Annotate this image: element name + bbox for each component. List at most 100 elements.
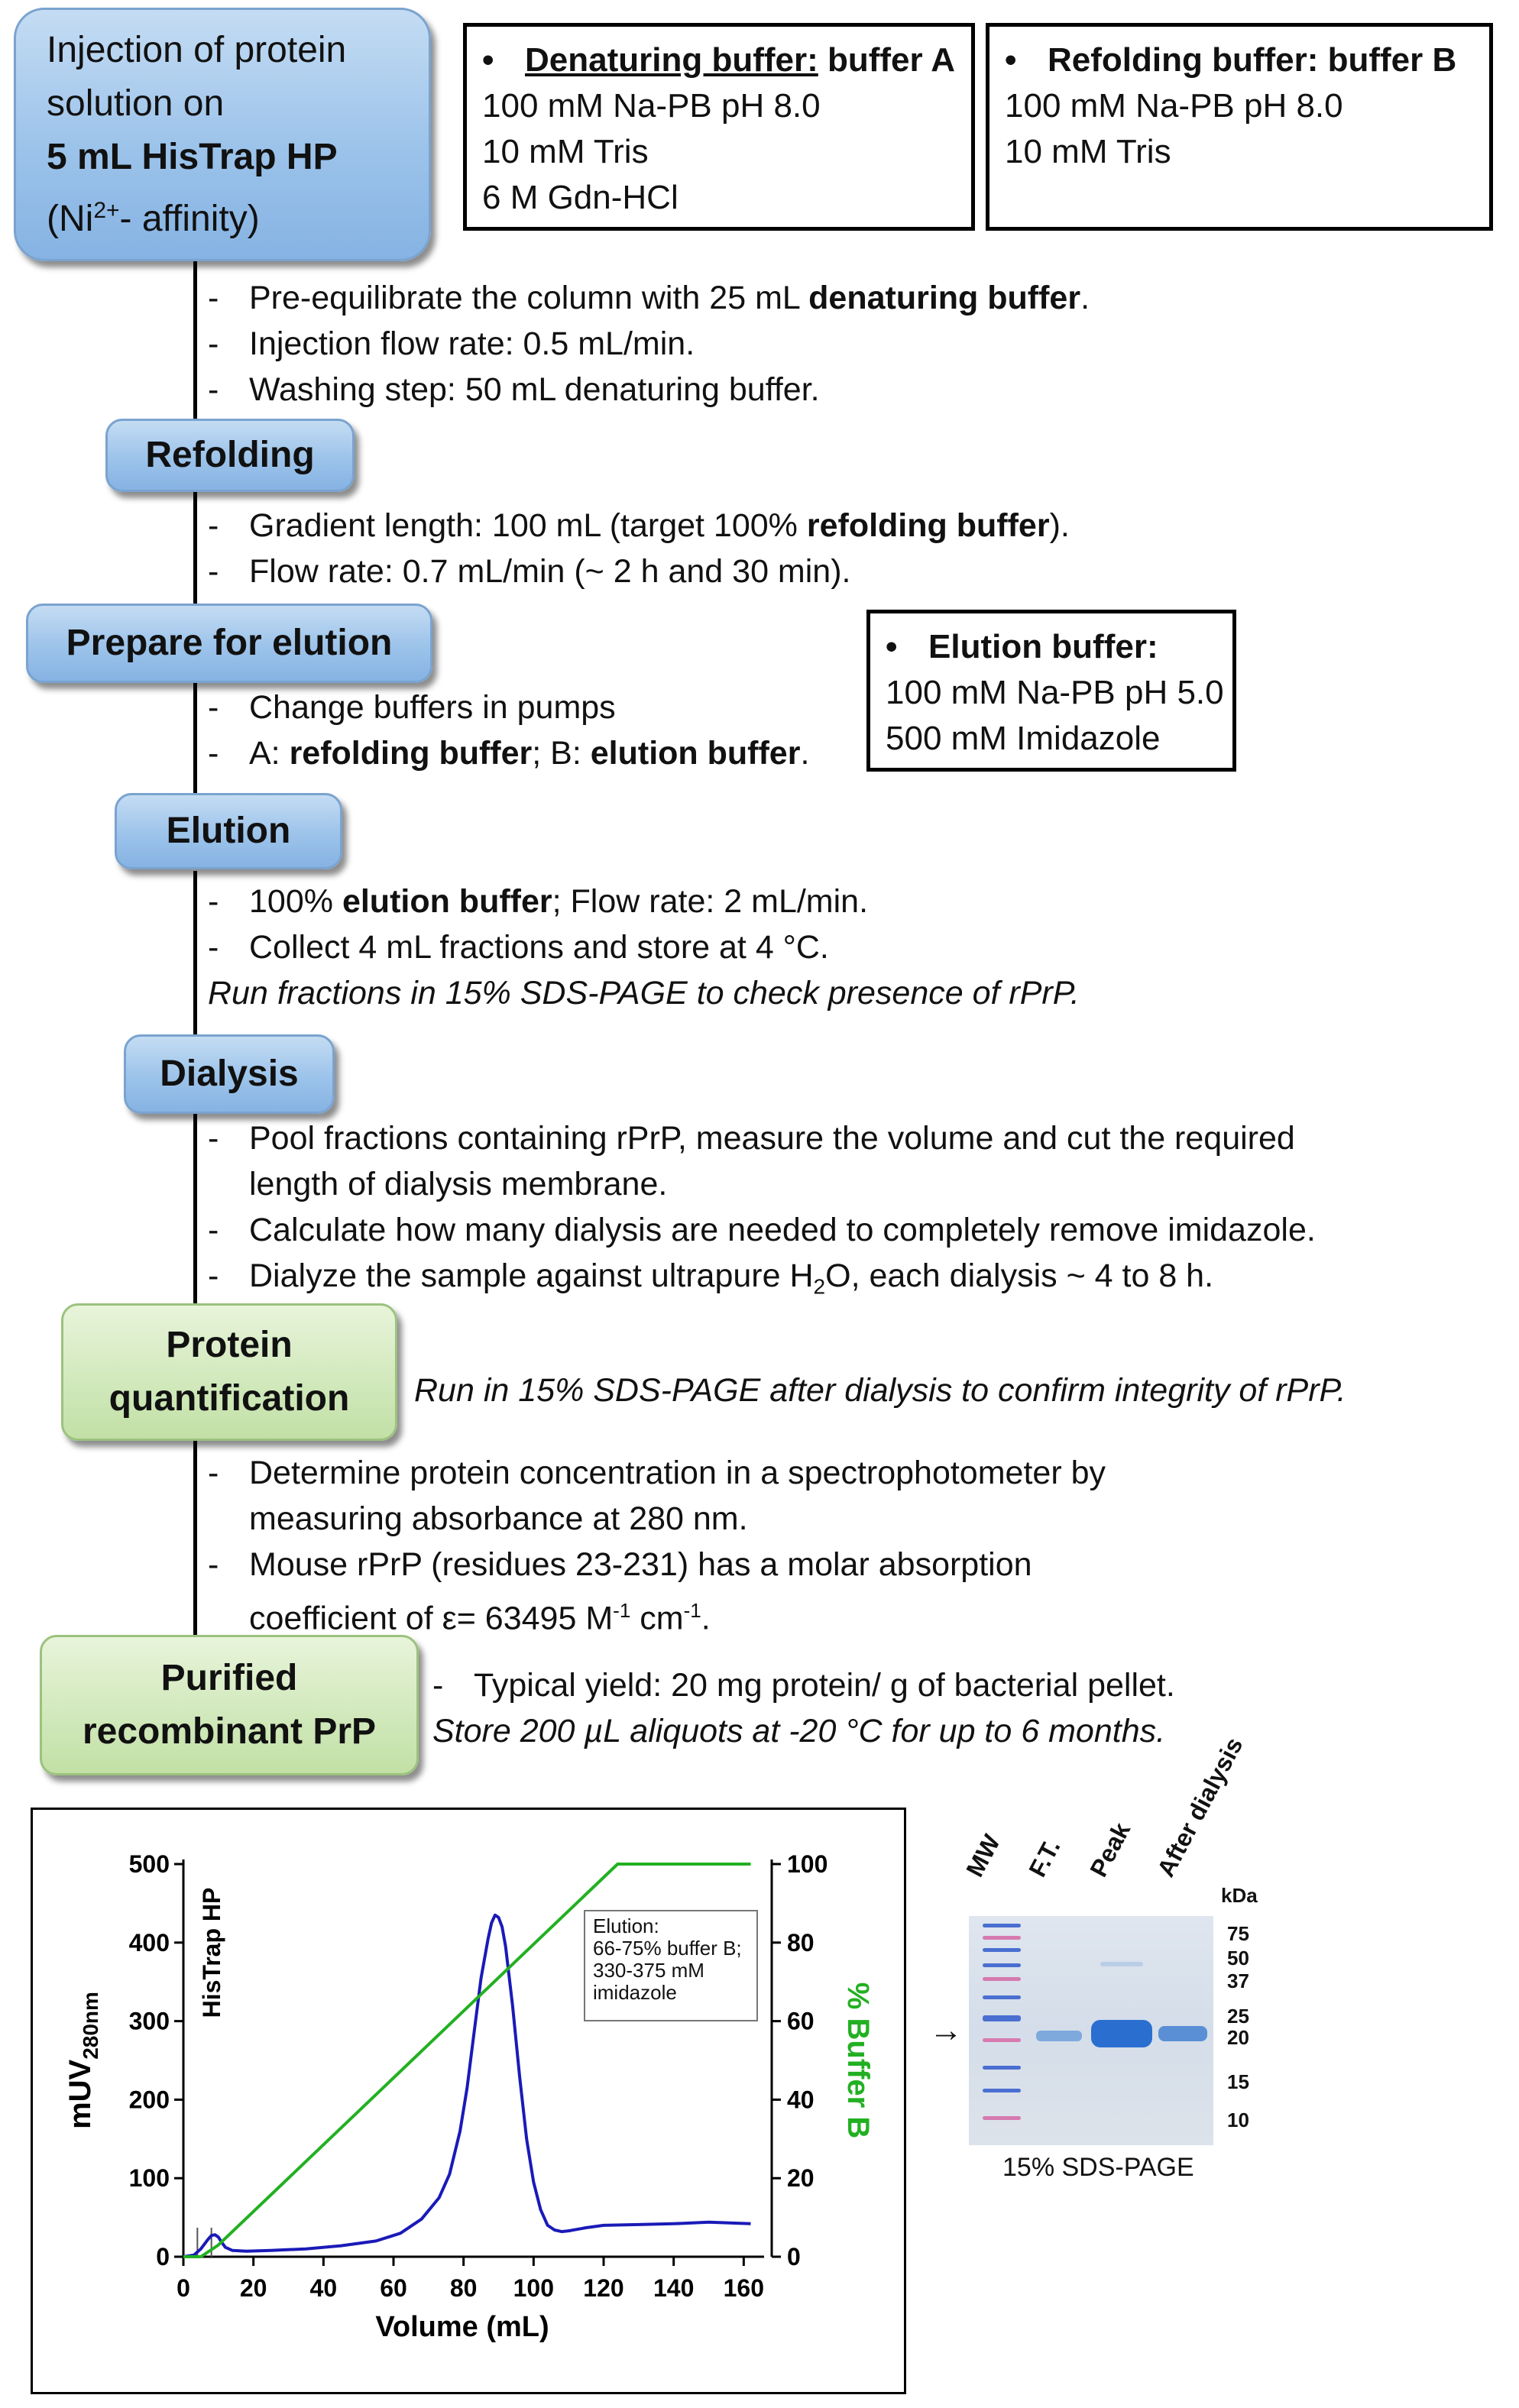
- y-tick-label: 500: [129, 1850, 170, 1878]
- step-dialysis: Dialysis: [124, 1034, 335, 1114]
- elution-buffer-title: •Elution buffer:: [886, 628, 1158, 665]
- chromatogram-panel: [31, 1808, 906, 2394]
- gel-marker-label: 25: [1227, 2005, 1249, 2028]
- gel-band-after-dialysis: [1158, 2026, 1207, 2041]
- timeline-line: [193, 489, 197, 604]
- gel-ladder-band: [983, 2116, 1021, 2120]
- sds-page-gel: [969, 1916, 1213, 2145]
- injection-line3: 5 mL HisTrap HP: [47, 136, 338, 177]
- gel-ladder-band: [983, 2066, 1021, 2070]
- buffer-a-title: •Denaturing buffer: buffer A: [482, 41, 956, 79]
- quantification-instructions: -Determine protein concentration in a sp…: [208, 1450, 1507, 1641]
- gel-ladder-band: [983, 1948, 1021, 1952]
- instruction: Mouse rPrP (residues 23-231) has a molar…: [249, 1546, 1032, 1637]
- elution-buffer-box: •Elution buffer: 100 mM Na-PB pH 5.0 500…: [866, 610, 1236, 772]
- elution-buffer-line: 100 mM Na-PB pH 5.0: [886, 674, 1224, 711]
- injection-line4: (Ni2+- affinity): [47, 197, 260, 239]
- y2-axis-label: % Buffer B: [841, 1982, 875, 2138]
- y2-tick-label: 0: [787, 2243, 801, 2270]
- gel-band-peak-faint: [1100, 1962, 1143, 1966]
- x-tick-label: 0: [177, 2274, 190, 2302]
- y-tick-label: 300: [129, 2008, 170, 2035]
- y-tick-label: 400: [129, 1929, 170, 1956]
- gel-ladder-band: [983, 1924, 1021, 1927]
- gel-arrow-icon: →: [929, 2012, 963, 2049]
- x-tick-label: 100: [513, 2274, 554, 2302]
- y2-tick-label: 100: [787, 1850, 828, 1878]
- dialysis-instructions: -Pool fractions containing rPrP, measure…: [208, 1115, 1507, 1310]
- x-tick-label: 20: [240, 2274, 267, 2302]
- gel-band-peak: [1091, 2020, 1152, 2047]
- storage-note: Store 200 µL aliquots at -20 °C for up t…: [432, 1713, 1166, 1749]
- instruction: Dialyze the sample against ultrapure H2O…: [249, 1257, 1214, 1299]
- step-elution: Elution: [115, 793, 342, 869]
- instruction: Collect 4 mL fractions and store at 4 °C…: [249, 929, 829, 966]
- column-label: HisTrap HP: [198, 1888, 225, 2018]
- gel-ladder-lane: [983, 1916, 1021, 2145]
- instruction: Gradient length: 100 mL (target 100% ref…: [249, 507, 1070, 544]
- buffer-a-box: •Denaturing buffer: buffer A 100 mM Na-P…: [463, 23, 975, 231]
- gel-ladder-band: [983, 1995, 1021, 1999]
- buffer-b-line: 100 mM Na-PB pH 8.0: [1005, 87, 1343, 125]
- y-tick-label: 100: [129, 2164, 170, 2192]
- gel-ladder-band: [983, 2089, 1021, 2092]
- instruction: Washing step: 50 mL denaturing buffer.: [249, 371, 820, 408]
- gel-marker-label: 75: [1227, 1922, 1249, 1945]
- instruction: Typical yield: 20 mg protein/ g of bacte…: [474, 1667, 1175, 1704]
- buffer-a-line: 10 mM Tris: [482, 133, 649, 170]
- injection-line1: Injection of protein: [47, 29, 347, 70]
- y2-tick-label: 40: [787, 2086, 815, 2113]
- buffer-b-title: •Refolding buffer: buffer B: [1005, 41, 1457, 79]
- gel-caption: 15% SDS-PAGE: [1002, 2153, 1194, 2182]
- gel-marker-label: 50: [1227, 1947, 1249, 1969]
- buffer-b-line: 10 mM Tris: [1005, 133, 1171, 170]
- gel-marker-label: 15: [1227, 2070, 1249, 2093]
- prepare-instructions: -Change buffers in pumps -A: refolding b…: [208, 685, 896, 776]
- x-tick-label: 140: [653, 2274, 694, 2302]
- injection-line2: solution on: [47, 83, 225, 124]
- quantification-note: Run in 15% SDS-PAGE after dialysis to co…: [414, 1372, 1346, 1409]
- y2-tick-label: 80: [787, 1929, 815, 1956]
- instruction: Pre-equilibrate the column with 25 mL de…: [249, 280, 1090, 316]
- y-axis-label: mUV280nm: [63, 1992, 102, 2129]
- instruction: Pool fractions containing rPrP, measure …: [249, 1120, 1295, 1202]
- instruction: 100% elution buffer; Flow rate: 2 mL/min…: [249, 883, 869, 920]
- buffer-a-line: 100 mM Na-PB pH 8.0: [482, 87, 821, 125]
- instruction: Flow rate: 0.7 mL/min (~ 2 h and 30 min)…: [249, 553, 851, 590]
- x-tick-label: 40: [310, 2274, 338, 2302]
- instruction: Determine protein concentration in a spe…: [249, 1455, 1106, 1537]
- instruction: Change buffers in pumps: [249, 689, 616, 726]
- gel-band-ft: [1036, 2031, 1082, 2041]
- purified-instructions: -Typical yield: 20 mg protein/ g of bact…: [432, 1662, 1426, 1754]
- instruction: Injection flow rate: 0.5 mL/min.: [249, 325, 695, 362]
- timeline-line: [193, 680, 197, 795]
- y2-tick-label: 60: [787, 2008, 815, 2035]
- y2-tick-label: 20: [787, 2164, 815, 2192]
- gel-ladder-band: [983, 1977, 1021, 1981]
- refolding-instructions: -Gradient length: 100 mL (target 100% re…: [208, 503, 1507, 594]
- elution-annotation: Elution: 66-75% buffer B; 330-375 mM imi…: [584, 1910, 758, 2021]
- gel-marker-label: 20: [1227, 2026, 1249, 2049]
- elution-buffer-line: 500 mM Imidazole: [886, 720, 1161, 757]
- gel-marker-label: 10: [1227, 2109, 1249, 2131]
- elution-note: Run fractions in 15% SDS-PAGE to check p…: [208, 975, 1080, 1011]
- timeline-line: [193, 260, 197, 443]
- step-injection: Injection of protein solution on 5 mL Hi…: [14, 8, 431, 261]
- instruction: Calculate how many dialysis are needed t…: [249, 1212, 1316, 1248]
- step-purified-prp: Purified recombinant PrP: [40, 1635, 419, 1775]
- uv-absorbance-line: [183, 1913, 751, 2258]
- y-tick-label: 0: [156, 2243, 170, 2270]
- timeline-line: [193, 871, 197, 1039]
- instruction: A: refolding buffer; B: elution buffer.: [249, 735, 810, 772]
- buffer-b-line: [183, 1863, 751, 2258]
- gel-unit-label: kDa: [1221, 1884, 1258, 1907]
- step-prepare-elution: Prepare for elution: [26, 604, 432, 683]
- injection-instructions: -Pre-equilibrate the column with 25 mL d…: [208, 275, 1507, 413]
- timeline-line: [193, 1441, 197, 1647]
- x-tick-label: 160: [724, 2274, 764, 2302]
- step-refolding: Refolding: [105, 419, 355, 492]
- x-tick-label: 60: [380, 2274, 407, 2302]
- gel-ladder-band: [983, 2038, 1021, 2042]
- y-tick-label: 200: [129, 2086, 170, 2113]
- gel-ladder-band: [983, 1963, 1021, 1967]
